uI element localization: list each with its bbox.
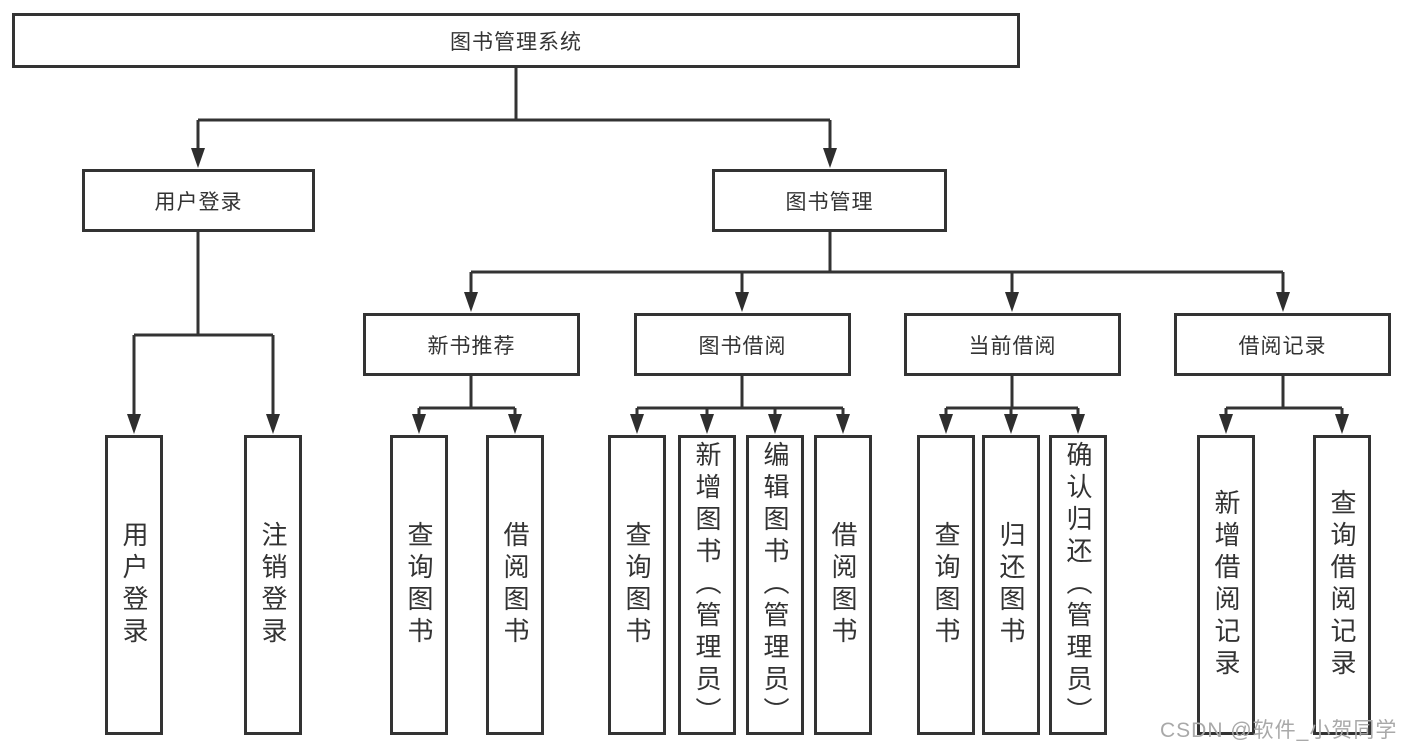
leaf-logout: 注销登录 xyxy=(244,435,302,735)
node-borrow-records: 借阅记录 xyxy=(1174,313,1391,376)
node-root-system: 图书管理系统 xyxy=(12,13,1020,68)
leaf-borrow-books-recommend: 借阅图书 xyxy=(486,435,544,735)
leaf-add-book-admin: 新增图书（管理员） xyxy=(678,435,736,735)
leaf-confirm-return-admin: 确认归还（管理员） xyxy=(1049,435,1107,735)
leaf-query-books-recommend: 查询图书 xyxy=(390,435,448,735)
leaf-query-borrow-record: 查询借阅记录 xyxy=(1313,435,1371,735)
leaf-query-books-current: 查询图书 xyxy=(917,435,975,735)
leaf-query-books-borrowing: 查询图书 xyxy=(608,435,666,735)
node-new-book-recommend: 新书推荐 xyxy=(363,313,580,376)
leaf-borrow-books-borrowing: 借阅图书 xyxy=(814,435,872,735)
leaf-add-borrow-record: 新增借阅记录 xyxy=(1197,435,1255,735)
leaf-return-books: 归还图书 xyxy=(982,435,1040,735)
node-user-login: 用户登录 xyxy=(82,169,315,232)
leaf-user-login: 用户登录 xyxy=(105,435,163,735)
leaf-edit-book-admin: 编辑图书（管理员） xyxy=(746,435,804,735)
node-book-borrowing: 图书借阅 xyxy=(634,313,851,376)
tree-branch-lines xyxy=(132,68,1344,417)
node-book-management: 图书管理 xyxy=(712,169,947,232)
node-current-borrowing: 当前借阅 xyxy=(904,313,1121,376)
